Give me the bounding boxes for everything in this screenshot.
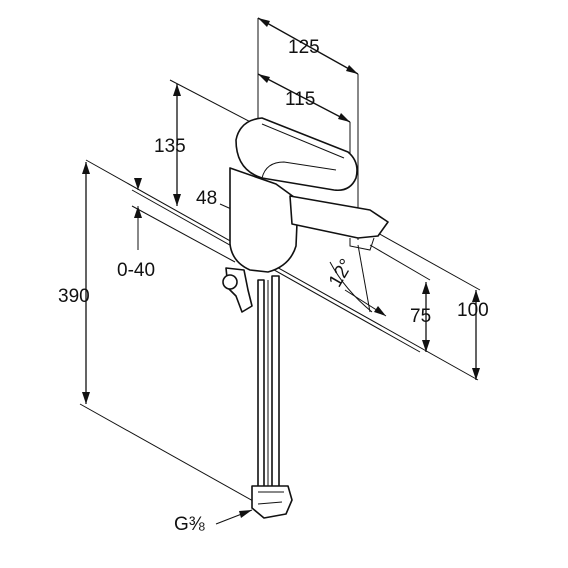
dimension-12-degree: 12° (325, 244, 387, 317)
supply-hose-right (271, 275, 280, 491)
dim-135-label: 135 (154, 136, 186, 157)
faucet-body (229, 167, 299, 273)
dim-125-label: 125 (288, 37, 320, 58)
faucet-handle (235, 117, 358, 192)
dimension-135: 135 (154, 79, 263, 206)
dim-0-40-label: 0-40 (117, 260, 155, 281)
g38-label: G⅜ (174, 514, 205, 535)
dim-115-label: 115 (285, 89, 315, 110)
dim-75-label: 75 (410, 306, 431, 327)
dim-12-label: 12° (325, 256, 358, 291)
faucet-illustration (222, 117, 389, 519)
reference-line-top (85, 159, 479, 381)
supply-hose-left (257, 279, 265, 489)
dim-48-label: 48 (196, 188, 217, 209)
dimension-75: 75 (369, 244, 431, 352)
hose-fitting (251, 485, 293, 519)
dimension-100: 100 (375, 231, 489, 380)
dimension-390: 390 (58, 162, 263, 507)
faucet-spout (289, 195, 389, 239)
dimension-125: 125 (257, 17, 359, 240)
connection-g38: G⅜ (174, 509, 253, 535)
dim-390-label: 390 (58, 286, 90, 307)
dim-100-label: 100 (457, 300, 489, 321)
dimension-0-40: 0-40 (117, 178, 421, 353)
dimension-115: 115 (257, 73, 351, 180)
